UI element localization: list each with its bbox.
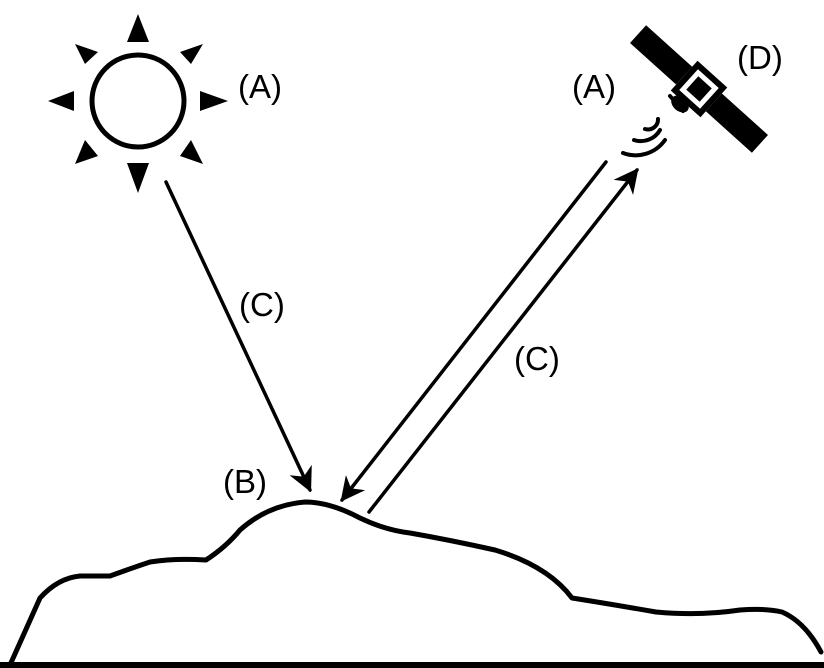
reflected-radiation-arrow — [367, 168, 639, 514]
sun-label: (A) — [238, 68, 282, 105]
sun-icon — [48, 14, 228, 193]
incoming-path-label: (C) — [239, 286, 285, 323]
satellite-icon — [630, 25, 768, 153]
return-path-label: (C) — [514, 340, 560, 377]
sensor-label: (A) — [572, 68, 616, 105]
signal-waves-icon — [621, 117, 667, 158]
terrain-outline — [7, 499, 824, 668]
target-label: (B) — [223, 463, 267, 500]
satellite-to-target-arrow — [340, 160, 608, 502]
satellite-label: (D) — [737, 39, 783, 76]
incoming-radiation-arrow — [164, 180, 312, 493]
